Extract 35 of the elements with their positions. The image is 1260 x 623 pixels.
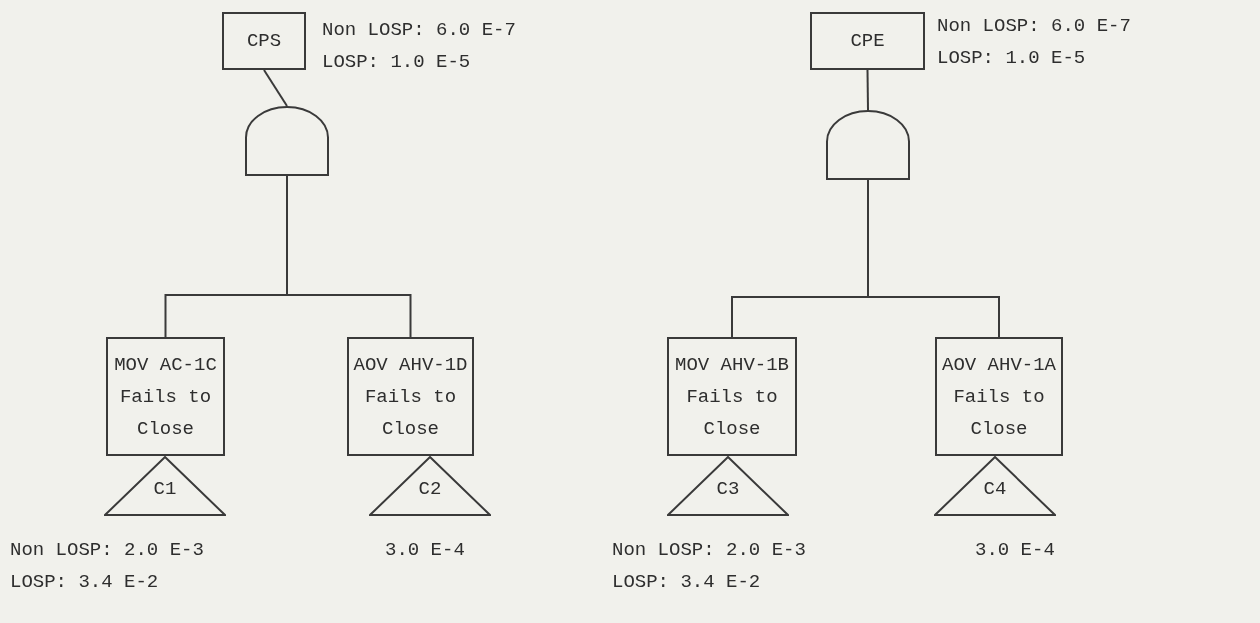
event-box	[667, 337, 797, 456]
probability-text: LOSP: 3.4 E-2	[10, 570, 160, 595]
and-gate-symbol	[245, 106, 329, 176]
event-box	[222, 12, 306, 70]
event-text: AOV AHV-1A Fails to Close	[941, 352, 1057, 442]
probability-text: Non LOSP: 6.0 E-7	[322, 18, 516, 43]
probability-text: LOSP: 3.4 E-2	[612, 570, 762, 595]
transfer-triangle	[667, 456, 789, 516]
connector-line	[867, 179, 1000, 338]
transfer-label: C1	[153, 477, 177, 502]
event-box	[935, 337, 1063, 456]
probability-text: LOSP: 1.0 E-5	[937, 46, 1087, 71]
probability-text: LOSP: 1.0 E-5	[322, 50, 472, 75]
probability-text: Non LOSP: 2.0 E-3	[612, 538, 806, 563]
event-box	[810, 12, 925, 70]
transfer-label: C3	[716, 477, 740, 502]
transfer-label: C2	[418, 477, 442, 502]
probability-text: 3.0 E-4	[975, 538, 1055, 563]
connector-line	[866, 69, 869, 111]
probability-text: Non LOSP: 2.0 E-3	[10, 538, 204, 563]
event-box	[106, 337, 225, 456]
connector-line	[263, 69, 288, 107]
and-gate-symbol	[826, 110, 910, 180]
event-text: CPE	[850, 29, 885, 54]
event-text: MOV AHV-1B Fails to Close	[674, 352, 790, 442]
probability-text: Non LOSP: 6.0 E-7	[937, 14, 1131, 39]
event-box	[347, 337, 474, 456]
transfer-triangle	[104, 456, 226, 516]
transfer-triangle	[934, 456, 1056, 516]
event-text: MOV AC-1C Fails to Close	[113, 352, 218, 442]
event-text: AOV AHV-1D Fails to Close	[353, 352, 468, 442]
transfer-label: C4	[983, 477, 1007, 502]
transfer-triangle	[369, 456, 491, 516]
event-text: CPS	[246, 29, 282, 54]
probability-text: 3.0 E-4	[385, 538, 465, 563]
